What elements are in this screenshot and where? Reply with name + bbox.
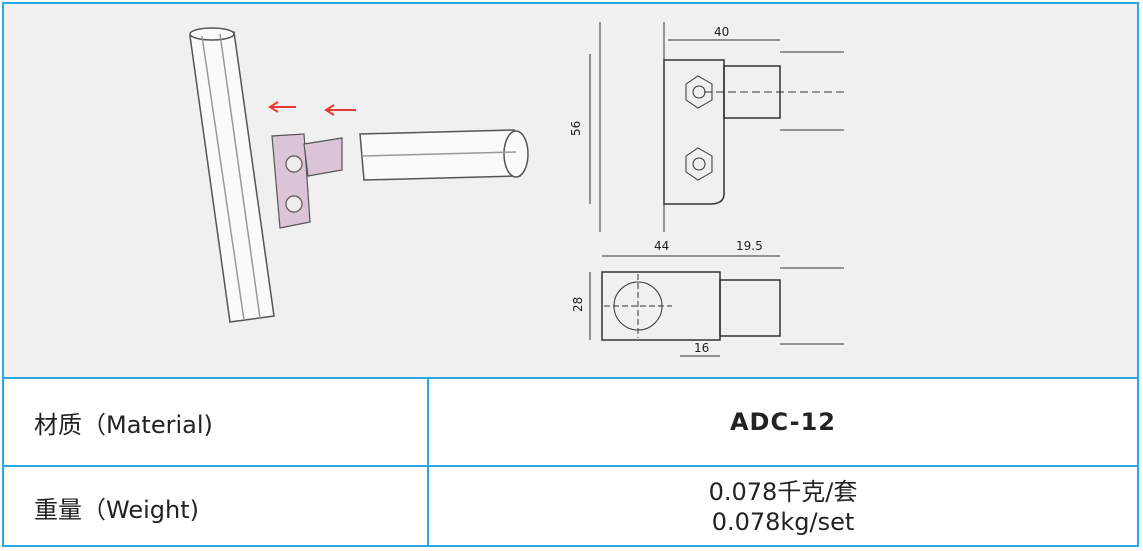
dimension-bottom-gap: 16 [694, 341, 709, 355]
weight-value-cn: 0.078千克/套 [708, 478, 858, 506]
vertical-pipe-illustration [189, 27, 275, 323]
material-value-cell: ADC-12 [429, 379, 1137, 465]
insert-arrows [268, 101, 356, 116]
dimension-bottom-width: 44 [654, 239, 669, 253]
weight-label: 重量（Weight) [4, 467, 429, 547]
material-row: 材质（Material) ADC-12 [4, 379, 1137, 467]
dimension-top-height: 56 [569, 121, 583, 136]
dimension-top-width: 40 [714, 25, 729, 39]
horizontal-pipe-illustration [359, 129, 529, 181]
top-view-drawing [589, 22, 844, 232]
weight-row: 重量（Weight) 0.078千克/套 0.078kg/set [4, 467, 1137, 547]
side-view-drawing [589, 255, 844, 357]
dimension-bottom-height: 28 [571, 297, 585, 312]
technical-drawing: 40 56 44 19.5 28 16 [189, 22, 844, 357]
weight-value-cell: 0.078千克/套 0.078kg/set [429, 467, 1137, 547]
weight-value-en: 0.078kg/set [711, 508, 855, 536]
joint-part-illustration [271, 133, 343, 229]
material-label: 材质（Material) [4, 379, 429, 465]
material-value: ADC-12 [729, 408, 837, 436]
dimension-bottom-offset: 19.5 [736, 239, 763, 253]
technical-drawing-area: 40 56 44 19.5 28 16 [4, 4, 1137, 379]
